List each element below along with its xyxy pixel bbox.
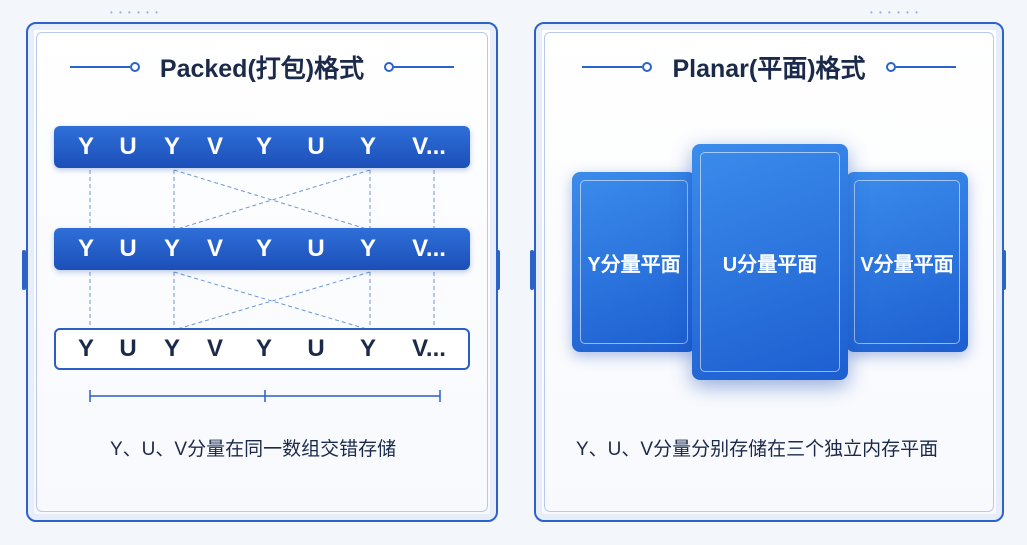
cell: U xyxy=(119,335,137,362)
title-line-right xyxy=(394,66,455,68)
planar-format-panel: Planar(平面)格式 Y分量平面 V分量平面 U分量平面 Y、U、V分量分别… xyxy=(534,22,1004,522)
title-dot-left xyxy=(642,62,653,72)
cell: Y xyxy=(255,235,272,262)
plane-frame xyxy=(700,152,840,372)
panel-title-row: Packed(打包)格式 xyxy=(28,50,496,84)
packed-row-3: Y U Y V Y U Y V... xyxy=(54,328,470,370)
packed-caption: Y、U、V分量在同一数组交错存储 xyxy=(110,439,397,460)
cell: Y xyxy=(255,335,272,362)
interleave-connectors xyxy=(89,169,441,402)
cell: Y xyxy=(359,235,376,262)
side-accent-bar xyxy=(496,250,500,290)
cell: U xyxy=(307,235,325,262)
cell: Y xyxy=(77,133,94,160)
decorative-dots: • • • • • • xyxy=(110,8,160,17)
packed-title: Packed(打包)格式 xyxy=(159,55,365,83)
cell: V... xyxy=(412,235,446,262)
panel-inner-frame xyxy=(544,32,994,512)
y-plane-card: Y分量平面 xyxy=(572,172,696,352)
cell: Y xyxy=(163,335,180,362)
planar-title: Planar(平面)格式 xyxy=(672,55,866,83)
v-plane-card: V分量平面 xyxy=(846,172,968,352)
side-accent-bar xyxy=(530,250,534,290)
cell: U xyxy=(307,335,325,362)
title-line-left xyxy=(582,66,643,68)
cell: Y xyxy=(255,133,272,160)
side-accent-bar xyxy=(22,250,26,290)
y-plane-label: Y分量平面 xyxy=(587,253,681,276)
plane-frame xyxy=(854,180,960,344)
title-dot-left xyxy=(129,62,140,72)
decorative-dots: • • • • • • xyxy=(870,8,920,17)
packed-row-2: Y U Y V Y U Y V... xyxy=(54,228,470,270)
title-line-left xyxy=(69,66,130,68)
cell: Y xyxy=(359,335,376,362)
planar-caption: Y、U、V分量分别存储在三个独立内存平面 xyxy=(576,439,939,460)
cell: U xyxy=(307,133,325,160)
panel-inner-frame xyxy=(36,32,488,512)
u-plane-label: U分量平面 xyxy=(722,253,818,276)
packed-format-panel: Packed(打包)格式 Y U xyxy=(26,22,498,522)
cell: Y xyxy=(77,335,94,362)
panel-title-row: Planar(平面)格式 xyxy=(536,50,1002,84)
cell: U xyxy=(119,235,137,262)
title-dot-right xyxy=(384,62,395,72)
v-plane-label: V分量平面 xyxy=(860,253,954,276)
cell: Y xyxy=(163,133,180,160)
cell: V... xyxy=(412,133,446,160)
cell: U xyxy=(119,133,137,160)
cell: Y xyxy=(163,235,180,262)
cell: V xyxy=(206,335,223,362)
side-accent-bar xyxy=(1002,250,1006,290)
cell: Y xyxy=(77,235,94,262)
cell: V... xyxy=(412,335,446,362)
u-plane-card: U分量平面 xyxy=(692,144,848,380)
cell: Y xyxy=(359,133,376,160)
cell: V xyxy=(206,133,223,160)
title-line-right xyxy=(895,66,956,68)
cell: V xyxy=(206,235,223,262)
title-dot-right xyxy=(885,62,896,72)
plane-frame xyxy=(580,180,688,344)
packed-row-1: Y U Y V Y U Y V... xyxy=(54,126,470,168)
